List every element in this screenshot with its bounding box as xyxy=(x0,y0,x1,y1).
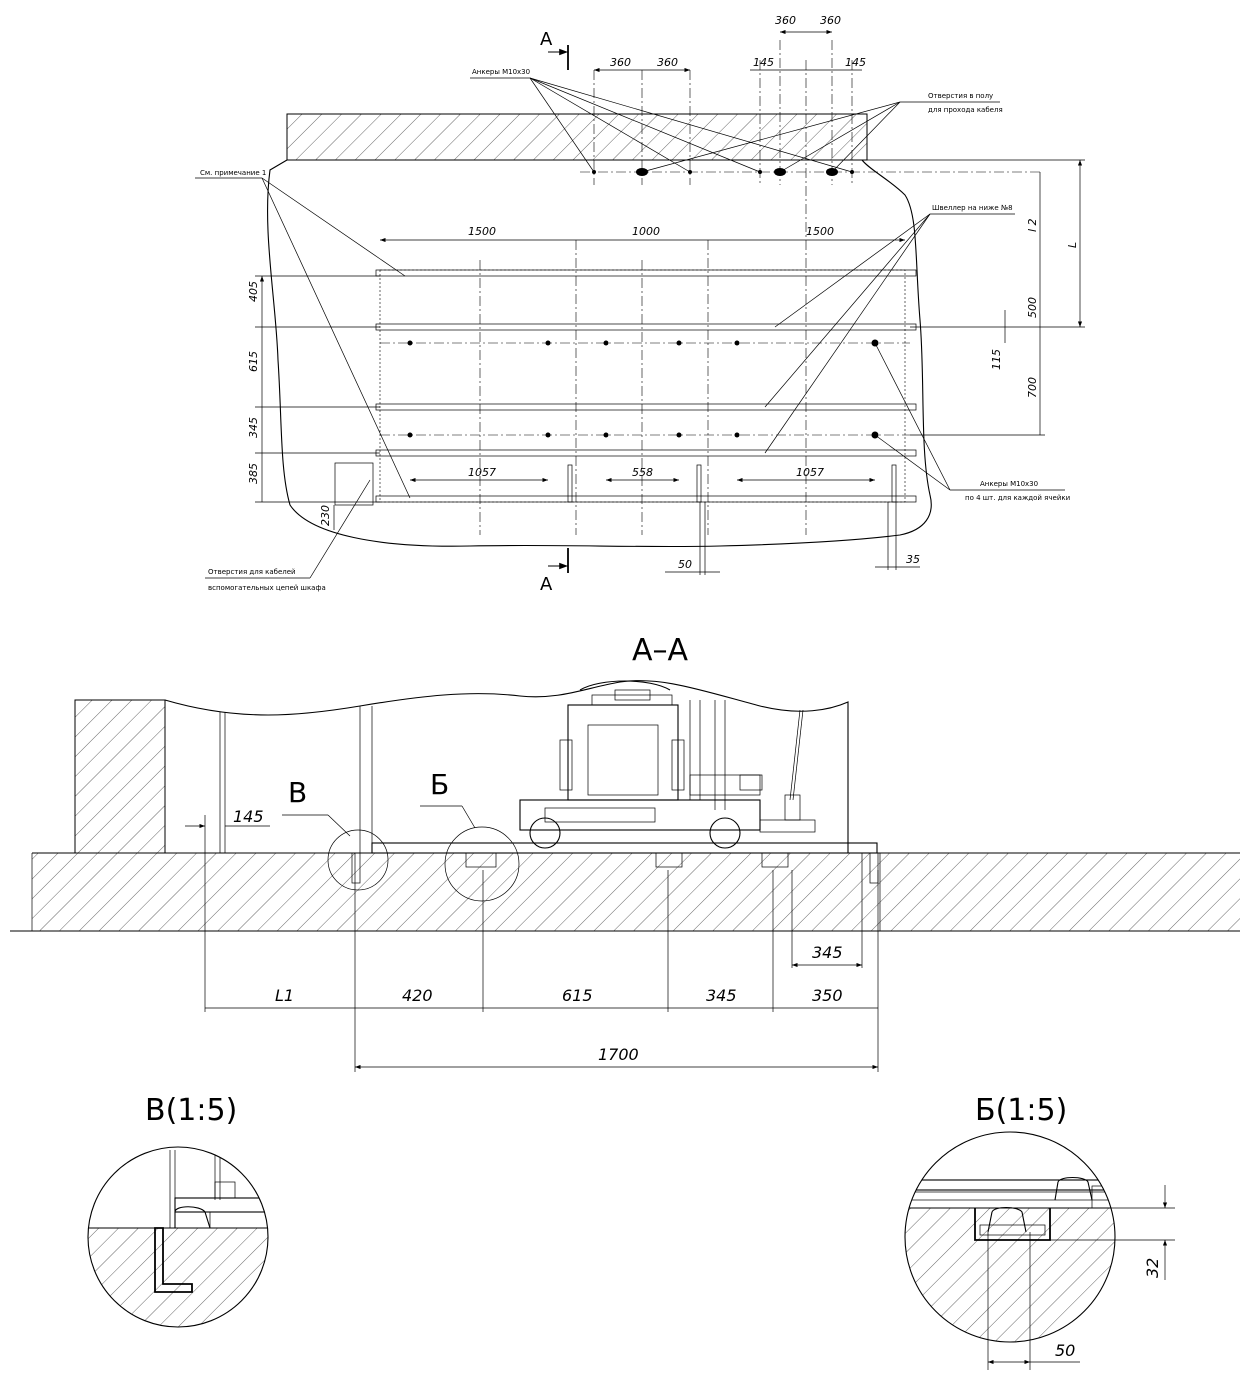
detail-v: В(1:5) xyxy=(87,1093,269,1328)
dim-115: 115 xyxy=(990,349,1003,370)
dim-l2: l 2 xyxy=(1026,218,1039,232)
note-cable-holes-1: Отверстия для кабелей xyxy=(208,568,296,576)
detail-v-title: В(1:5) xyxy=(145,1093,237,1128)
note-cable-holes-2: вспомогательных цепей шкафа xyxy=(208,584,326,592)
dim-558: 558 xyxy=(632,466,653,479)
leaders xyxy=(195,77,1065,579)
detail-b-title: Б(1:5) xyxy=(975,1093,1067,1128)
top-dimensions xyxy=(380,29,920,573)
detail-b: Б(1:5) 32 50 xyxy=(904,1093,1175,1370)
dim-L1: L1 xyxy=(275,986,294,1005)
section-title: А–А xyxy=(632,633,689,668)
section-mark-bottom: А xyxy=(540,548,569,595)
note-anchors-top: Анкеры М10х30 xyxy=(472,68,530,76)
left-dimensions xyxy=(255,275,380,530)
svg-text:А: А xyxy=(540,574,553,595)
dim-360-b: 360 xyxy=(657,56,678,69)
section-dimensions xyxy=(205,853,879,1072)
dim-1000: 1000 xyxy=(632,225,660,238)
dim-360-d: 360 xyxy=(820,14,841,27)
dim-360-a: 360 xyxy=(610,56,631,69)
dim-405: 405 xyxy=(247,281,260,302)
dim-345-section: 345 xyxy=(706,986,737,1005)
dim-1057-a: 1057 xyxy=(468,466,496,479)
dim-350: 350 xyxy=(812,986,843,1005)
note-anchors-bottom-2: по 4 шт. для каждой ячейки xyxy=(965,494,1070,502)
switchgear-unit xyxy=(519,680,816,849)
dim-145-b: 145 xyxy=(845,56,866,69)
dim-360-c: 360 xyxy=(775,14,796,27)
dim-345-top: 345 xyxy=(812,943,843,962)
dim-1700: 1700 xyxy=(598,1045,639,1064)
right-dimensions xyxy=(862,159,1085,436)
dim-50-detail: 50 xyxy=(1055,1341,1075,1360)
callout-circle-v xyxy=(327,829,389,891)
dim-32: 32 xyxy=(1143,1258,1162,1278)
dim-345: 345 xyxy=(247,417,260,438)
svg-text:А: А xyxy=(540,29,553,50)
cell-boundary xyxy=(379,269,906,503)
dim-1500-b: 1500 xyxy=(806,225,834,238)
callout-v: В xyxy=(288,776,307,809)
dim-420: 420 xyxy=(402,986,433,1005)
break-outline xyxy=(164,680,849,853)
dim-145-section: 145 xyxy=(233,807,264,826)
dim-50: 50 xyxy=(678,558,692,571)
slots xyxy=(334,462,897,575)
anchor-points xyxy=(407,168,879,439)
axis-lines xyxy=(380,40,1040,535)
note-floor-holes-2: для прохода кабеля xyxy=(928,106,1003,114)
dim-145-a: 145 xyxy=(753,56,774,69)
section-aa: А–А xyxy=(10,633,1240,1072)
dim-385: 385 xyxy=(247,463,260,484)
note-ref: См. примечание 1 xyxy=(200,169,266,177)
callout-circle-b xyxy=(444,826,520,902)
floor-slab xyxy=(32,853,1240,931)
dim-1500-a: 1500 xyxy=(468,225,496,238)
note-channel: Швеллер на ниже №8 xyxy=(932,204,1013,212)
floor-outline xyxy=(267,159,932,548)
note-floor-holes-1: Отверстия в полу xyxy=(928,92,993,100)
section-mark-top: А xyxy=(540,29,569,70)
dim-35: 35 xyxy=(906,553,920,566)
dim-L: L xyxy=(1066,242,1079,248)
callout-b: Б xyxy=(430,768,449,801)
left-wall xyxy=(74,699,166,854)
dim-615: 615 xyxy=(247,351,260,372)
dim-500: 500 xyxy=(1026,297,1039,318)
floor-channels xyxy=(351,842,881,931)
dim-615-section: 615 xyxy=(562,986,593,1005)
note-anchors-bottom-1: Анкеры М10х30 xyxy=(980,480,1038,488)
dim-1057-b: 1057 xyxy=(796,466,824,479)
dim-700: 700 xyxy=(1026,377,1039,398)
plan-view: 360 360 360 360 145 145 1500 1000 1500 1… xyxy=(195,14,1085,595)
dim-230: 230 xyxy=(319,505,332,526)
